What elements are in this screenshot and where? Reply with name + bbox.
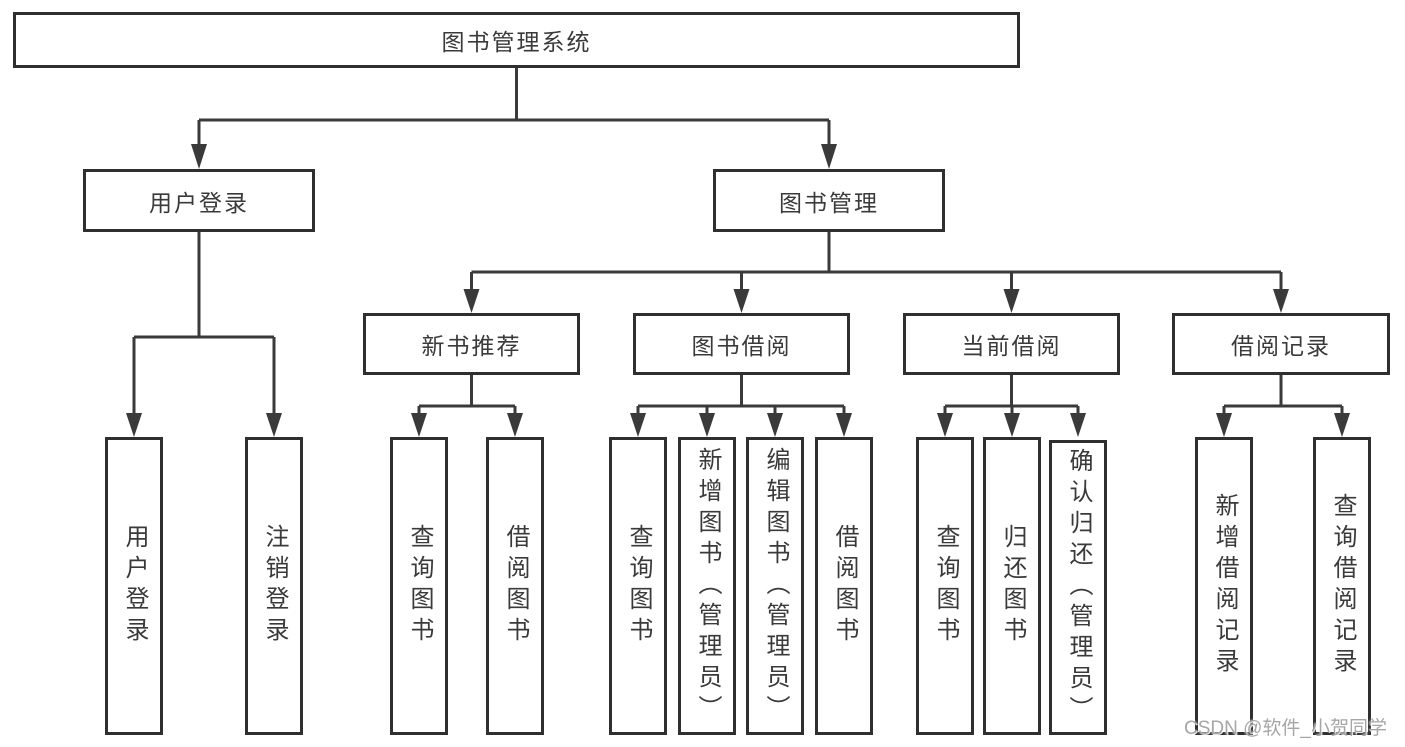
- leaf-borrow-edit-books-admin: 编辑图书（管理员）: [746, 437, 804, 735]
- node-book-borrowing: 图书借阅: [633, 313, 850, 375]
- leaf-current-confirm-return-admin: 确认归还（管理员）: [1049, 440, 1107, 735]
- node-new-book-recommend: 新书推荐: [363, 313, 580, 375]
- node-user-login: 用户登录: [83, 169, 315, 232]
- connector-root-to-level2: [197, 68, 831, 146]
- node-current-borrowing: 当前借阅: [903, 313, 1120, 375]
- leaf-logout-label: 注销登录: [261, 524, 288, 648]
- connector-bookborrow-to-leaves: [636, 375, 846, 414]
- leaf-borrow-query-books: 查询图书: [609, 437, 667, 735]
- leaf-logout: 注销登录: [245, 437, 303, 735]
- leaf-current-query-books-label: 查询图书: [932, 524, 959, 648]
- node-borrowing-records: 借阅记录: [1172, 313, 1390, 375]
- leaf-current-return-books: 归还图书: [983, 437, 1041, 735]
- arrowheads: [126, 144, 1350, 437]
- leaf-borrow-add-books-admin-label: 新增图书（管理员）: [694, 446, 721, 726]
- leaf-user-login-label: 用户登录: [121, 524, 148, 648]
- connector-newbook-to-leaves: [417, 375, 517, 414]
- connector-currentborrow-to-leaves: [943, 375, 1080, 414]
- node-book-management: 图书管理: [713, 169, 945, 232]
- leaf-borrow-borrow-books: 借阅图书: [815, 437, 873, 735]
- leaf-record-add-borrow-record: 新增借阅记录: [1195, 437, 1253, 735]
- leaf-borrow-edit-books-admin-label: 编辑图书（管理员）: [762, 446, 789, 726]
- leaf-newbook-query-books-label: 查询图书: [406, 524, 433, 648]
- leaf-borrow-query-books-label: 查询图书: [625, 524, 652, 648]
- connector-bookmgmt-to-level3: [470, 232, 1283, 291]
- leaf-newbook-query-books: 查询图书: [390, 437, 448, 735]
- connector-borrowrecord-to-leaves: [1222, 375, 1344, 414]
- leaf-newbook-borrow-books-label: 借阅图书: [502, 524, 529, 648]
- leaf-borrow-add-books-admin: 新增图书（管理员）: [678, 437, 736, 735]
- leaf-user-login: 用户登录: [105, 437, 163, 735]
- leaf-record-query-borrow-record: 查询借阅记录: [1313, 437, 1371, 735]
- csdn-watermark: CSDN @软件_小贺同学: [1184, 718, 1387, 739]
- leaf-newbook-borrow-books: 借阅图书: [486, 437, 544, 735]
- leaf-record-query-borrow-record-label: 查询借阅记录: [1329, 493, 1356, 679]
- connector-userlogin-to-leaves: [132, 232, 276, 414]
- leaf-borrow-borrow-books-label: 借阅图书: [831, 524, 858, 648]
- leaf-current-query-books: 查询图书: [916, 437, 974, 735]
- leaf-current-return-books-label: 归还图书: [999, 524, 1026, 648]
- root-node-library-system: 图书管理系统: [13, 12, 1020, 68]
- leaf-record-add-borrow-record-label: 新增借阅记录: [1211, 493, 1238, 679]
- leaf-current-confirm-return-admin-label: 确认归还（管理员）: [1065, 448, 1092, 727]
